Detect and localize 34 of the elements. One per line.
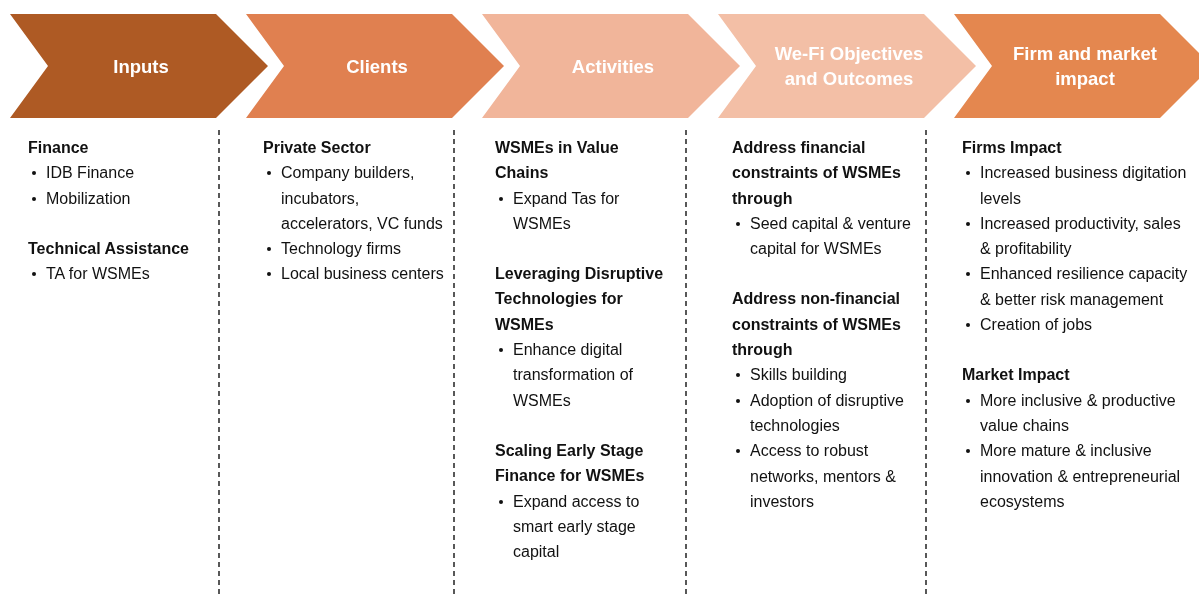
bullet-item: Technology firms (263, 236, 448, 262)
bullet-item: Enhanced resilience capacity & better risk management (962, 261, 1194, 313)
section-heading: Scaling Early Stage Finance for WSMEs (495, 440, 646, 487)
bullet-item: Enhance digital transformation of WSMEs (495, 337, 675, 413)
step-title: Firm and market impact (1012, 42, 1158, 91)
section-heading: WSMEs in Value Chains (495, 138, 620, 184)
bullet-item: Skills building (732, 362, 917, 388)
section-heading: Finance (28, 138, 90, 158)
step-title: We-Fi Objectives and Outcomes (773, 42, 925, 91)
bullet-item: Local business centers (263, 261, 448, 287)
bullet-item: Company builders, incubators, accelerators, VC funds (263, 160, 448, 237)
bullet-item: More inclusive & productive value chains (962, 387, 1194, 439)
bullet-item: Seed capital & venture capital for WSMEs (732, 210, 917, 262)
step-title: Activities (570, 54, 656, 79)
section-heading: Address non-financial constraints of WSMEs through (732, 289, 902, 361)
bullet-item: TA for WSMEs (28, 261, 213, 287)
step-title: Clients (345, 54, 409, 79)
bullet-item: Increased productivity, sales & profitability (962, 210, 1194, 262)
bullet-item: Mobilization (28, 185, 213, 211)
section-heading: Leveraging Disruptive Technologies for WSMEs (495, 264, 665, 335)
section-heading: Technical Assistance (28, 238, 190, 259)
section-heading: Firms Impact (962, 138, 1063, 158)
bullet-item: Access to robust networks, mentors & investors (732, 438, 917, 515)
step-title: Inputs (112, 54, 170, 79)
section-heading: Address financial constraints of WSMEs through (732, 138, 902, 209)
bullet-item: Adoption of disruptive technologies (732, 387, 917, 439)
section-heading: Market Impact (962, 365, 1071, 386)
bullet-item: More mature & inclusive innovation & entrepreneurial ecosystems (962, 438, 1194, 515)
section-heading: Private Sector (263, 138, 372, 158)
bullet-item: Increased business digitation levels (962, 160, 1194, 211)
bullet-item: IDB Finance (28, 160, 213, 186)
bullet-item: Creation of jobs (962, 312, 1194, 338)
bullet-item: Expand Tas for WSMEs (495, 185, 675, 237)
bullet-item: Expand access to smart early stage capital (495, 488, 675, 565)
